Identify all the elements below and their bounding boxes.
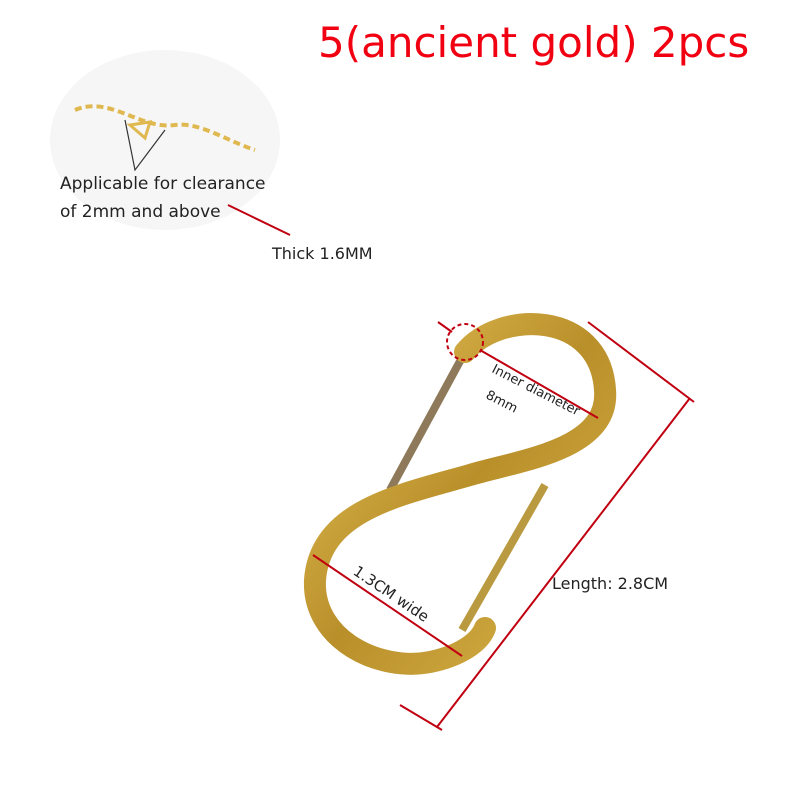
- product-title: 5(ancient gold) 2pcs: [318, 18, 750, 67]
- thickness-label: Thick 1.6MM: [272, 244, 373, 263]
- length-label: Length: 2.8CM: [552, 574, 669, 593]
- chain-inset-image: [50, 50, 280, 230]
- clearance-text-line2: of 2mm and above: [60, 202, 221, 222]
- measure-lines: [227, 204, 695, 731]
- s-hook-clasp: [303, 313, 617, 675]
- clearance-text-line1: Applicable for clearance: [60, 174, 266, 194]
